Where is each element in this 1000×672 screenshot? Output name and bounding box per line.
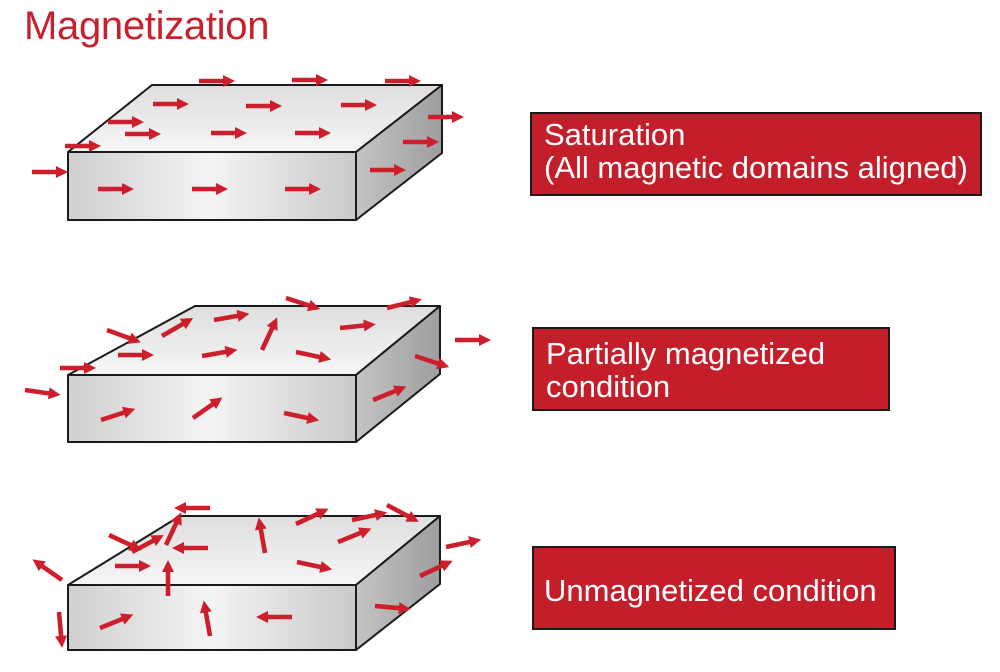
domain-arrow (296, 559, 333, 573)
domain-arrow (292, 74, 328, 86)
domain-arrow (445, 536, 482, 550)
domain-arrow (414, 353, 450, 370)
domain-arrows-unmagnetized (32, 502, 482, 648)
label-partial-line-2: condition (546, 369, 671, 404)
label-unmagnetized: Unmagnetized condition (532, 546, 896, 630)
domain-arrow (108, 116, 144, 128)
domain-arrow (174, 502, 210, 514)
domain-arrow (372, 385, 407, 403)
domain-arrow (370, 164, 406, 176)
domain-arrow (115, 560, 151, 572)
domain-arrow (386, 296, 422, 311)
domain-arrows-saturation (32, 74, 464, 195)
block-front-face (67, 584, 357, 651)
domain-arrow (106, 327, 141, 344)
domain-arrow (130, 535, 164, 555)
domain-arrow (285, 295, 321, 312)
domain-arrow (65, 140, 101, 152)
domain-arrow (125, 128, 161, 140)
domain-arrow (201, 345, 238, 359)
block-side-face (355, 515, 441, 651)
domain-arrow (295, 508, 329, 527)
domain-arrow (339, 319, 376, 332)
domain-arrow (55, 611, 68, 648)
label-partial-line-1: Partially magnetized (546, 336, 826, 371)
label-unmagnetized-line-1: Unmagnetized condition (544, 573, 877, 608)
domain-arrow (99, 613, 134, 631)
domain-arrow (100, 406, 136, 423)
domain-arrows-partial (24, 295, 491, 424)
domain-arrow (160, 318, 194, 338)
domain-arrow (32, 166, 68, 178)
block-saturation (67, 84, 443, 221)
label-saturation-line-1: Saturation (544, 117, 686, 152)
domain-arrow (199, 75, 235, 87)
domain-arrow (153, 98, 189, 110)
domain-arrow (419, 560, 453, 579)
domain-arrow (428, 111, 464, 123)
domain-arrow (295, 349, 332, 363)
domain-arrow (199, 600, 213, 637)
domain-arrow (163, 512, 182, 546)
domain-arrow (191, 397, 223, 420)
domain-arrow (213, 309, 250, 323)
domain-arrow (385, 75, 421, 87)
domain-arrow (374, 602, 411, 615)
label-saturation: Saturation (All magnetic domains aligned… (530, 112, 982, 196)
domain-arrow (108, 532, 142, 551)
domain-arrow (295, 127, 331, 139)
domain-arrow (337, 527, 372, 545)
label-saturation-line-2: (All magnetic domains aligned) (544, 150, 968, 185)
domain-arrow (259, 317, 278, 351)
domain-arrow (162, 560, 174, 596)
block-front-face (67, 374, 357, 443)
domain-arrow (341, 99, 377, 111)
block-partial (67, 305, 441, 443)
domain-arrow (98, 183, 134, 195)
domain-arrow (254, 517, 268, 554)
domain-arrow (246, 100, 282, 112)
label-partially-magnetized: Partially magnetized condition (532, 327, 890, 411)
domain-arrow (285, 183, 321, 195)
domain-arrow (60, 362, 96, 374)
domain-arrow (403, 136, 439, 148)
domain-arrow (32, 559, 64, 582)
domain-arrow (283, 410, 320, 424)
block-side-face (355, 84, 443, 221)
block-unmagnetized (67, 515, 441, 651)
domain-arrow (211, 127, 247, 139)
domain-arrow (192, 183, 228, 195)
domain-arrow (455, 334, 491, 346)
domain-arrow (256, 611, 292, 623)
domain-arrow (385, 502, 419, 522)
diagram-title: Magnetization (24, 4, 270, 48)
domain-arrow (351, 509, 388, 523)
block-side-face (355, 305, 441, 443)
domain-arrow (118, 349, 154, 361)
domain-arrow (172, 542, 208, 554)
domain-arrow (24, 387, 61, 400)
